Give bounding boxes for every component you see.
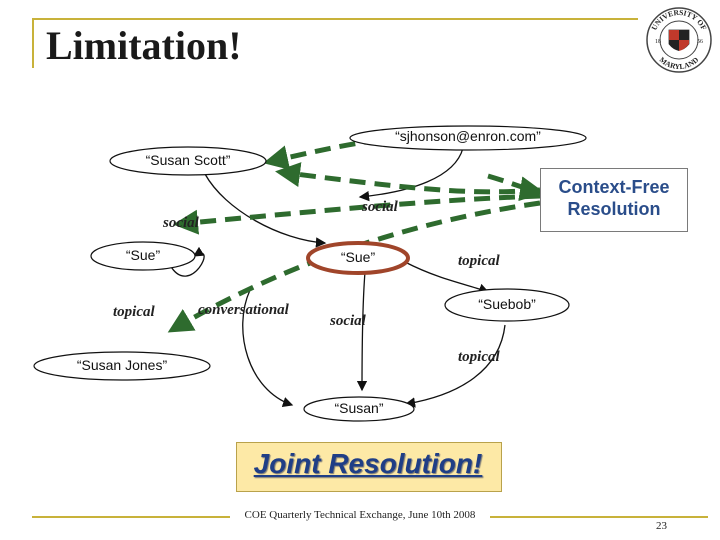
dashed-resolution-to-social: [173, 193, 541, 235]
node-sue-left: “Sue”: [125, 247, 161, 263]
node-susan-jones: “Susan Jones”: [76, 357, 168, 373]
joint-resolution-label: Joint Resolution!: [253, 448, 483, 479]
edge-conversational: [242, 289, 294, 407]
node-oval-susan-jones: [33, 351, 211, 381]
svg-text:18: 18: [655, 39, 661, 45]
dashed-resolution-to-email: [487, 173, 545, 202]
node-oval-email: [349, 125, 587, 151]
svg-text:56: 56: [697, 39, 703, 45]
dashed-resolution-to-susan-scott: [275, 162, 541, 195]
slide-footer: COE Quarterly Technical Exchange, June 1…: [230, 508, 490, 523]
node-sue-center: “Sue”: [340, 249, 376, 265]
university-seal-logo: UNIVERSITY OF MARYLAND 18 56: [646, 7, 712, 73]
node-susan-scott: “Susan Scott”: [145, 152, 231, 168]
title-rule-top: [32, 18, 638, 20]
node-suebob: “Suebob”: [478, 296, 536, 312]
node-oval-suebob: [444, 288, 570, 322]
edge-social-email-to-susan-scott: [358, 147, 464, 202]
edge-label-topical-right-bottom: topical: [458, 349, 500, 365]
slide-title: Limitation!: [46, 23, 242, 68]
node-oval-susan: [303, 396, 415, 422]
edge-label-social-center: social: [330, 313, 366, 329]
context-free-callout-label: Context-Free Resolution: [558, 177, 670, 219]
context-free-callout-box: [540, 168, 688, 232]
edge-label-social-top: social: [362, 199, 398, 215]
node-oval-sue-left: [90, 241, 196, 271]
edge-social-susan-scott-to-sue: [204, 173, 327, 248]
node-susan: “Susan”: [334, 400, 384, 416]
node-email: “sjhonson@enron.com”: [395, 128, 541, 144]
edge-label-conversational: conversational: [198, 302, 289, 318]
edge-label-social-left: social: [163, 215, 199, 231]
joint-resolution-box: [236, 442, 502, 492]
edge-label-topical-right-top: topical: [458, 253, 500, 269]
edge-topical-suebob-to-susan: [404, 324, 506, 408]
page-number: 23: [656, 520, 667, 532]
edge-topical-left-loop: [169, 246, 205, 277]
title-rule-left: [32, 18, 34, 68]
node-oval-sue-center: [306, 241, 410, 275]
edge-social-sue-to-susan: [356, 271, 368, 392]
node-oval-susan-scott: [109, 146, 267, 176]
edge-label-topical-left: topical: [113, 304, 155, 320]
